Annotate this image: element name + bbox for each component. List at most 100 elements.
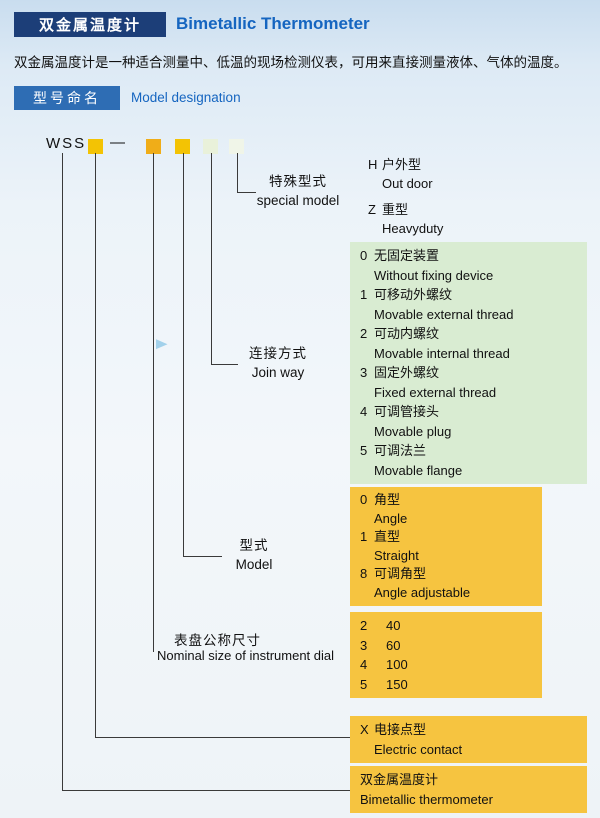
branch-label-dial-zh: 表盘公称尺寸	[174, 633, 261, 648]
option-row: 2 可动内螺纹	[360, 324, 577, 344]
connector-model-vertical	[183, 153, 184, 557]
option-code: 5	[360, 443, 368, 458]
option-value: 60	[386, 637, 401, 653]
code-box-model	[175, 139, 190, 154]
option-zh: 电接点型	[374, 722, 427, 737]
option-zh: 无固定装置	[374, 248, 440, 263]
code-box-dial	[146, 139, 161, 154]
code-box-join	[203, 139, 218, 154]
option-code: 2	[360, 326, 368, 341]
connector-base-vertical	[62, 153, 63, 791]
option-zh: 可调角型	[374, 566, 427, 581]
option-code: 0	[360, 248, 368, 263]
option-value: 40	[386, 618, 401, 633]
option-row: 0 无固定装置	[360, 246, 577, 266]
option-code: H	[368, 157, 378, 172]
branch-label-model-zh: 型式	[239, 538, 269, 553]
connector-electric-vertical	[95, 153, 96, 738]
option-code: X	[360, 722, 369, 737]
branch-label-model: 型式 Model	[222, 536, 286, 574]
branch-label-special-en: special model	[256, 193, 340, 208]
option-code: 8	[360, 566, 368, 581]
connector-special-horizontal	[237, 192, 256, 193]
option-zh: 户外型	[382, 157, 422, 172]
base-meaning-panel: 双金属温度计 Bimetallic thermometer	[350, 766, 587, 813]
option-en: Movable external thread	[374, 306, 514, 322]
option-en: Heavyduty	[382, 220, 444, 236]
model-options-panel: 0 角型 Angle 1 直型 Straight 8 可调角型 Angle adjus…	[350, 487, 542, 606]
option-en: Movable internal thread	[374, 345, 510, 361]
option-code: 1	[360, 287, 368, 302]
connector-join-vertical	[211, 153, 212, 365]
option-row: X 电接点型	[360, 720, 577, 740]
section-badge: 型号命名	[14, 86, 120, 110]
connector-join-horizontal	[211, 364, 238, 365]
base-code: WSS	[46, 135, 87, 152]
electric-contact-panel: X 电接点型 Electric contact	[350, 716, 587, 763]
code-box-special	[229, 139, 244, 154]
option-code: 4	[360, 404, 368, 419]
page-title-zh: 双金属温度计	[14, 12, 166, 37]
option-en: Movable flange	[374, 462, 463, 478]
option-code: 4	[360, 657, 368, 672]
option-en: Angle adjustable	[374, 584, 471, 600]
option-row: 4 可调管接头	[360, 402, 577, 422]
option-code: 1	[360, 529, 368, 544]
option-code: Z	[368, 202, 376, 217]
option-code: 3	[360, 365, 368, 380]
branch-label-special-zh: 特殊型式	[269, 174, 327, 189]
option-en: Fixed external thread	[374, 384, 497, 400]
option-en: Straight	[374, 547, 419, 563]
option-row: H 户外型 Out door	[368, 156, 443, 193]
option-value: 100	[386, 657, 408, 672]
intro-paragraph: 双金属温度计是一种适合测量中、低温的现场检测仪表，可用来直接测量液体、气体的温度…	[14, 55, 568, 70]
option-zh: 重型	[382, 202, 409, 217]
option-zh: 可调法兰	[374, 443, 427, 458]
connector-base-horizontal	[62, 790, 350, 791]
option-row: 0 角型	[360, 491, 532, 510]
page-title-en: Bimetallic Thermometer	[176, 14, 370, 33]
special-options: H 户外型 Out door Z 重型 Heavyduty	[368, 156, 443, 246]
join-options-panel: 0 无固定装置 Without fixing device 1 可移动外螺纹 Mov…	[350, 242, 587, 484]
watermark-arrow-icon: ▶	[156, 336, 168, 351]
connector-special-vertical	[237, 153, 238, 193]
option-zh: 固定外螺纹	[374, 365, 440, 380]
option-zh: 可动内螺纹	[374, 326, 440, 341]
option-row: 1 可移动外螺纹	[360, 285, 577, 305]
option-en: Without fixing device	[374, 267, 494, 283]
option-row: 1 直型	[360, 528, 532, 547]
option-code: 0	[360, 492, 368, 507]
option-zh: 可调管接头	[374, 404, 440, 419]
connector-electric-horizontal	[95, 737, 350, 738]
option-row: Z 重型 Heavyduty	[368, 201, 443, 238]
option-zh: 角型	[374, 492, 401, 507]
option-en: Out door	[382, 175, 433, 191]
branch-label-special: 特殊型式 special model	[252, 172, 344, 210]
option-row: 3 60	[360, 636, 532, 656]
option-code: 3	[360, 637, 368, 653]
section-label-en: Model designation	[131, 90, 241, 105]
connector-dial-vertical	[153, 153, 154, 652]
connector-model-horizontal	[183, 556, 222, 557]
code-separator: —	[110, 134, 125, 151]
option-row: 4 100	[360, 655, 532, 675]
option-zh: 直型	[374, 529, 401, 544]
code-box-electric	[88, 139, 103, 154]
branch-label-join-en: Join way	[251, 365, 305, 380]
option-code: 5	[360, 676, 368, 692]
base-meaning-zh: 双金属温度计	[360, 772, 439, 787]
branch-label-model-en: Model	[235, 557, 273, 572]
branch-label-join-zh: 连接方式	[249, 346, 307, 361]
branch-label-join: 连接方式 Join way	[238, 344, 318, 382]
option-row: 5 可调法兰	[360, 441, 577, 461]
option-row: 3 固定外螺纹	[360, 363, 577, 383]
option-zh: 可移动外螺纹	[374, 287, 453, 302]
branch-label-dial-en: Nominal size of instrument dial	[157, 648, 335, 663]
option-en: Electric contact	[374, 741, 463, 757]
option-en: Movable plug	[374, 423, 452, 439]
option-en: Angle	[374, 510, 408, 526]
